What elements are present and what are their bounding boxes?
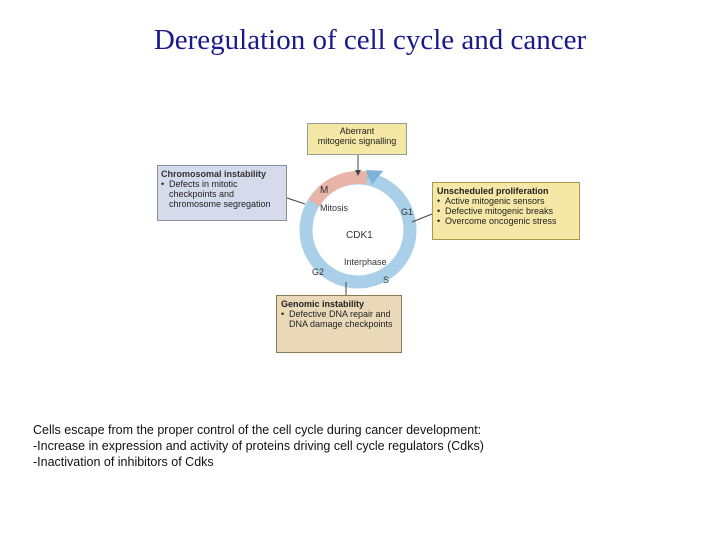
mitosis-arc xyxy=(308,170,369,207)
aberrant-line2: mitogenic signalling xyxy=(317,136,397,146)
cell-cycle-diagram xyxy=(286,155,433,295)
phase-g2-label: G2 xyxy=(312,267,325,277)
cycle-arrow xyxy=(365,169,384,185)
chromosomal-heading: Chromosomal instability xyxy=(161,169,267,179)
caption-line: -Inactivation of inhibitors of Cdks xyxy=(33,455,214,469)
proliferation-connector xyxy=(411,213,433,223)
cell-cycle-figure: Aberrant mitogenic signalling Chromosoma… xyxy=(150,118,590,358)
unscheduled-item: Defective mitogenic breaks xyxy=(437,206,575,216)
unscheduled-proliferation-box: Unscheduled proliferation Active mitogen… xyxy=(432,182,580,240)
slide-caption: Cells escape from the proper control of … xyxy=(33,422,693,470)
phase-s-label: S xyxy=(383,275,390,285)
interphase-label: Interphase xyxy=(344,257,387,267)
mitosis-label: Mitosis xyxy=(320,203,349,213)
genomic-heading: Genomic instability xyxy=(281,299,365,309)
chromosomal-connector xyxy=(286,197,306,205)
phase-m-label: M xyxy=(320,185,329,196)
phase-g1-label: G1 xyxy=(401,207,414,217)
aberrant-line1: Aberrant xyxy=(339,126,375,136)
slide-title: Deregulation of cell cycle and cancer xyxy=(153,24,587,56)
genomic-instability-box: Genomic instability Defective DNA repair… xyxy=(276,295,402,353)
caption-line: -Increase in expression and activity of … xyxy=(33,439,484,453)
unscheduled-heading: Unscheduled proliferation xyxy=(437,186,549,196)
chromosomal-instability-box: Chromosomal instability Defects in mitot… xyxy=(157,165,287,221)
caption-line: Cells escape from the proper control of … xyxy=(33,423,482,437)
unscheduled-item: Active mitogenic sensors xyxy=(437,196,575,206)
cdk1-label: CDK1 xyxy=(346,230,373,241)
aberrant-signalling-box: Aberrant mitogenic signalling xyxy=(307,123,407,155)
chromosomal-item: Defects in mitotic checkpoints and chrom… xyxy=(161,179,283,209)
unscheduled-item: Overcome oncogenic stress xyxy=(437,216,575,226)
genomic-item: Defective DNA repair and DNA damage chec… xyxy=(281,309,397,329)
